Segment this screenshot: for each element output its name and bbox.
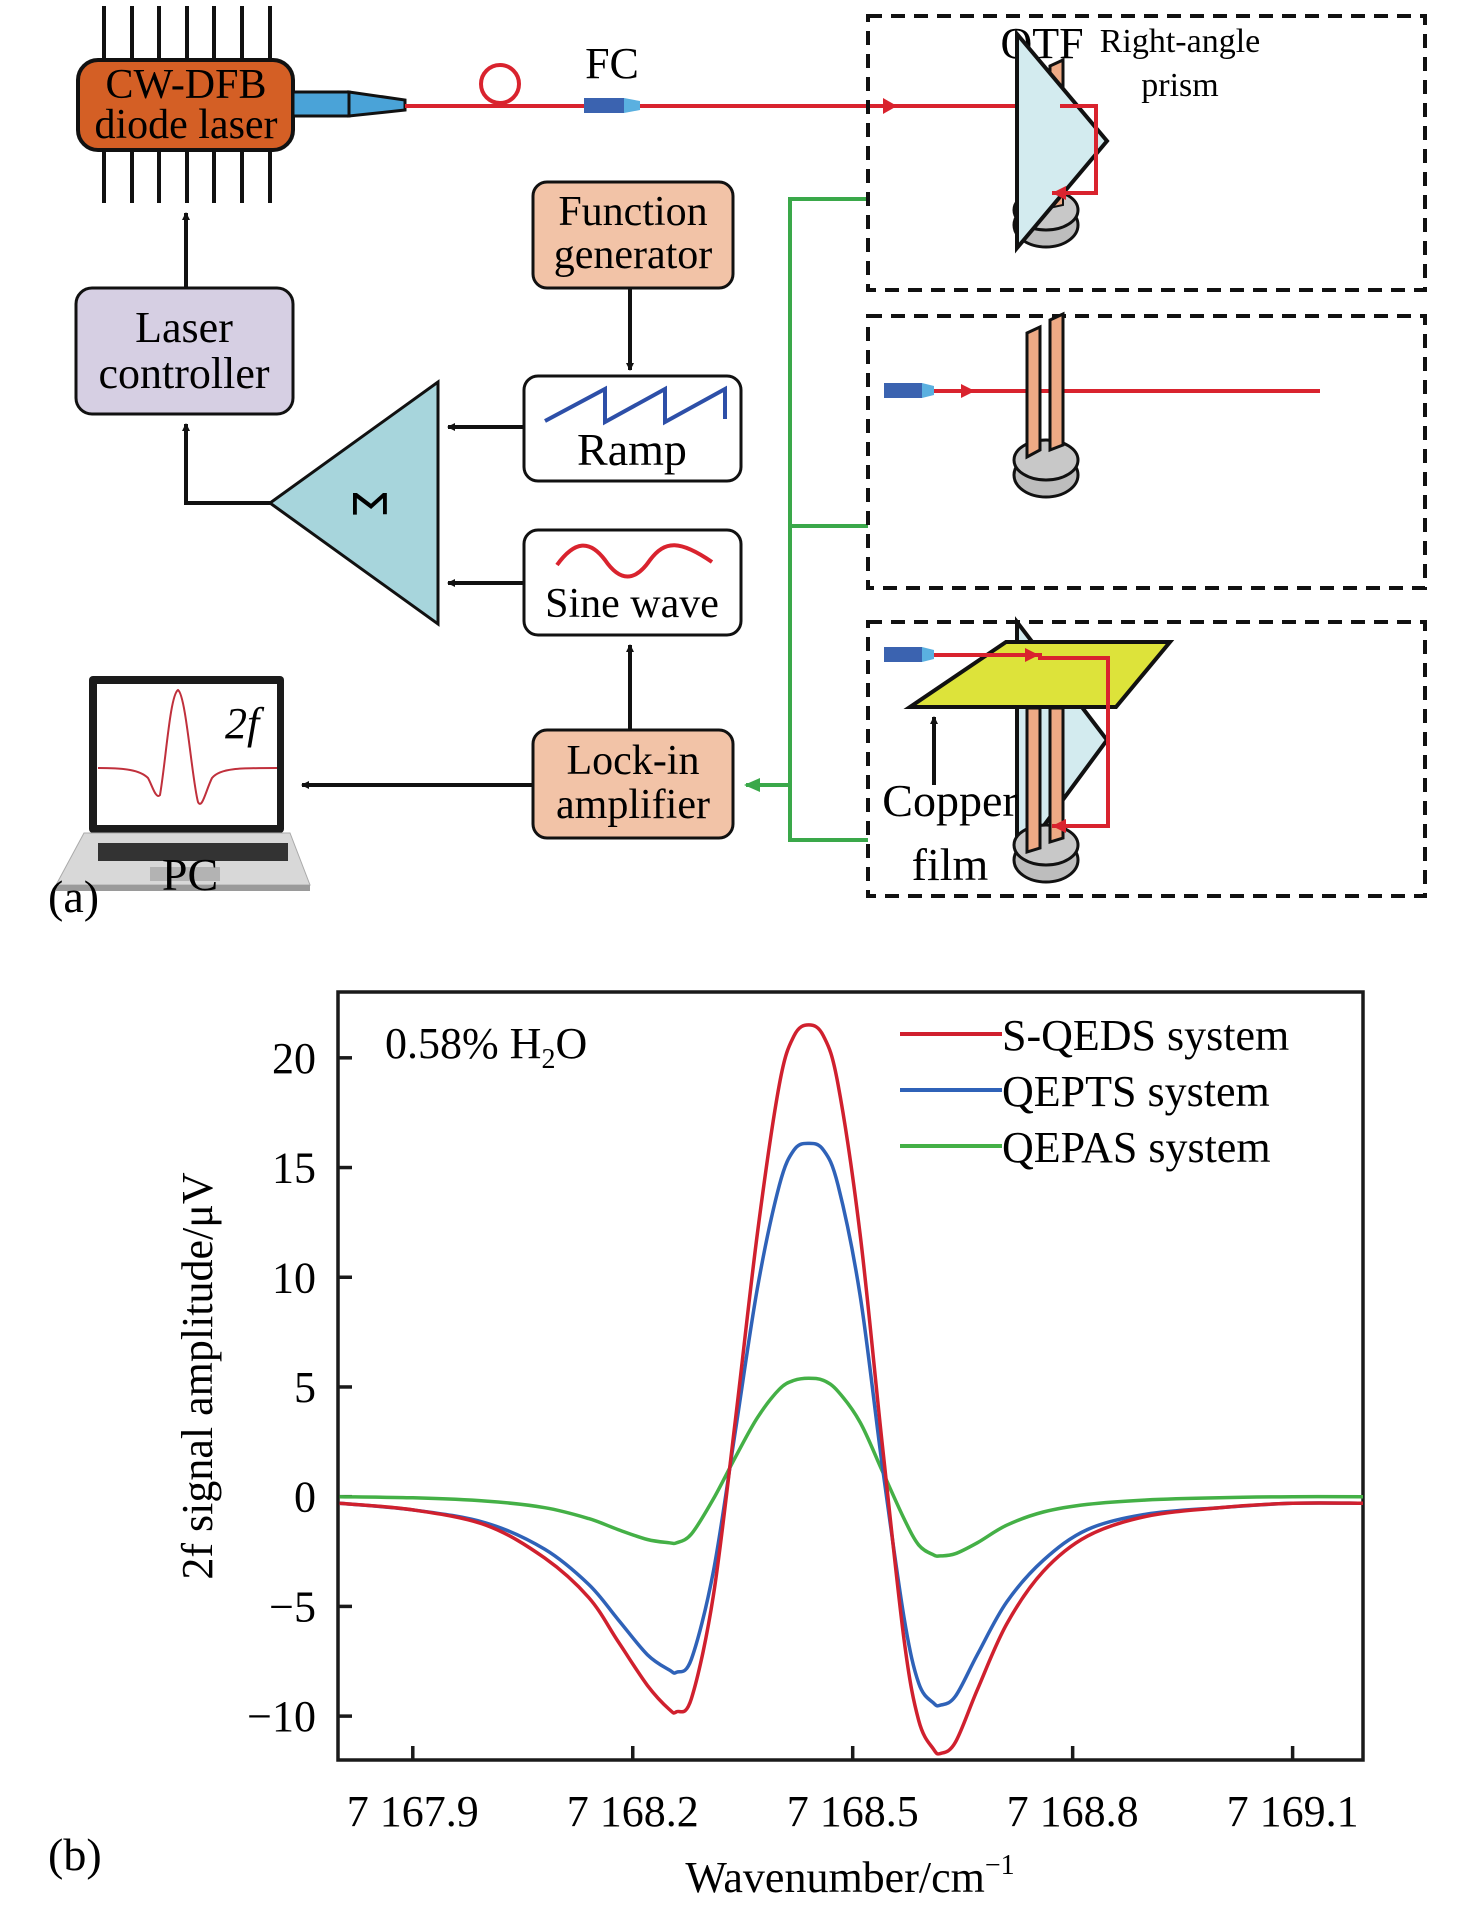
beam-arrow-icon [961, 384, 975, 398]
plot-frame [336, 990, 1365, 1762]
x-tick-label: 7 168.8 [1007, 1787, 1139, 1836]
beam-arrow-icon [1025, 648, 1039, 662]
laptop-icon: 2f [55, 676, 311, 891]
fiber-beam [405, 63, 1060, 108]
copper-label-line1: Copper [882, 775, 1017, 826]
sine-label: Sine wave [545, 581, 719, 627]
x-axis-label: Wavenumber/cm−1 [685, 1850, 1014, 1902]
module-sqeds-frame [866, 14, 1427, 292]
copper-label-line2: film [912, 839, 989, 890]
x-tick-label: 7 168.5 [787, 1787, 919, 1836]
panel-b-chart: −10 −5 0 5 10 15 20 7 167.9 7 168.2 7 168.5 7 168… [48, 990, 1365, 1902]
y-tick-label: −5 [269, 1582, 316, 1631]
x-tick-label: 7 169.1 [1227, 1787, 1359, 1836]
laser-controller-line2: controller [98, 349, 269, 398]
series-line-qepas [339, 1376, 1364, 1558]
prism-label-line1: Right-angle [1100, 23, 1261, 60]
copper-film [903, 640, 1175, 709]
pc-2f-trace [97, 688, 278, 805]
laser-pins [102, 6, 272, 203]
annotation-suffix: O [555, 1019, 587, 1068]
fiber-collimator-icon [884, 647, 922, 662]
x-tick-label: 7 168.2 [567, 1787, 699, 1836]
prism-label-line2: prism [1141, 67, 1218, 104]
panel-b-label: (b) [48, 1829, 102, 1880]
qepas-beam-path [934, 653, 1110, 828]
sqeds-beam-path [1052, 104, 1098, 195]
signal-wires [744, 197, 868, 842]
annotation-prefix: 0.58% H [385, 1019, 541, 1068]
y-tick-label: 20 [272, 1034, 316, 1083]
y-tick-label: −10 [247, 1692, 316, 1741]
summer-symbol: Σ [342, 488, 396, 517]
qtf-label: QTF [1000, 19, 1083, 68]
y-axis-label: 2f signal amplitude/μV [173, 1172, 222, 1580]
beam-arrow-icon [883, 98, 897, 114]
qtf-icon [1012, 706, 1080, 884]
panel-a-label: (a) [48, 871, 99, 922]
laser-controller-box [74, 286, 295, 416]
panel-a-schematic: CW-DFB diode laser FC Laser controller F… [48, 6, 1427, 922]
x-tick-label: 7 167.9 [347, 1787, 479, 1836]
ramp-wave-icon [544, 385, 727, 426]
annotation-subscript: 2 [541, 1044, 555, 1075]
laser-label-line1: CW-DFB [105, 62, 266, 108]
summer-triangle [267, 379, 440, 627]
function-generator-box [531, 180, 735, 290]
lockin-line2: amplifier [556, 782, 710, 828]
series-line-s-qeds [339, 1023, 1364, 1756]
qtf-icon [1012, 311, 1080, 499]
fc-label: FC [585, 39, 639, 88]
beam-arrow-icon [1052, 186, 1066, 200]
y-tick-label: 15 [272, 1144, 316, 1193]
laser-controller-line1: Laser [135, 303, 233, 352]
y-tick-label: 5 [294, 1363, 316, 1412]
fiber-collimator-icon [884, 383, 922, 398]
module-qepas-frame [866, 620, 1427, 898]
laser-label-line2: diode laser [94, 102, 277, 148]
function-generator-line1: Function [558, 189, 707, 235]
fiber-collimator-icon [584, 98, 624, 113]
pc-screen-label: 2f [225, 699, 265, 748]
x-axis: 7 167.9 7 168.2 7 168.5 7 168.8 7 169.1 [347, 1746, 1359, 1836]
pc-label: PC [162, 849, 218, 900]
sine-wave-icon [555, 543, 714, 579]
legend-label: QEPTS system [1002, 1067, 1270, 1116]
fiber-pigtail-icon [291, 90, 407, 118]
series-line-qepts [339, 1141, 1364, 1708]
module-qepts-frame [866, 314, 1427, 590]
lockin-line1: Lock-in [567, 738, 700, 784]
y-tick-label: 10 [272, 1253, 316, 1302]
ramp-label: Ramp [577, 424, 687, 475]
legend-label: S-QEDS system [1002, 1011, 1289, 1060]
legend-label: QEPAS system [1002, 1123, 1271, 1172]
function-generator-line2: generator [554, 232, 713, 278]
plot-curves [339, 1023, 1364, 1756]
y-tick-label: 0 [294, 1473, 316, 1522]
chart-annotation: 0.58% H2O [385, 1019, 587, 1075]
beam-arrow-icon [1052, 819, 1066, 833]
